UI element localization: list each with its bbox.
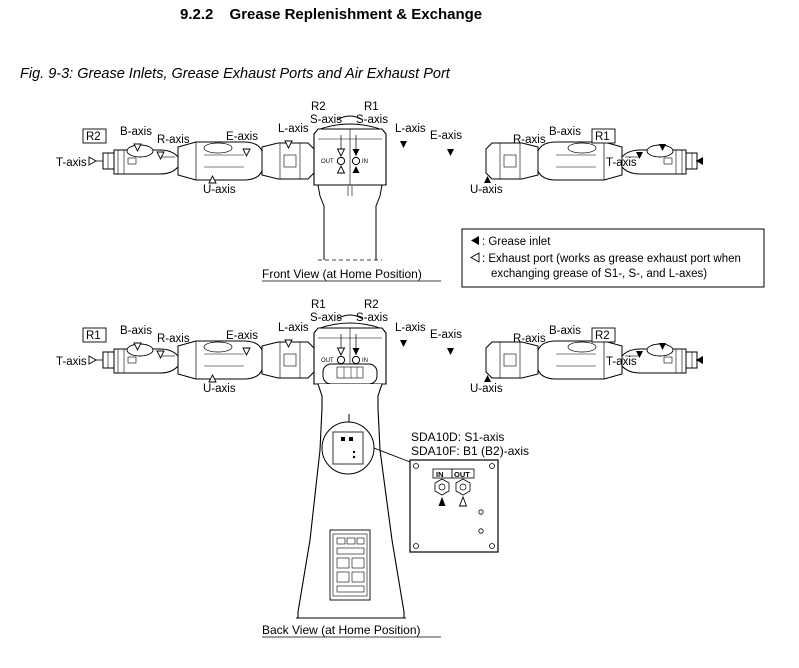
detail-inlet-symbol	[438, 497, 446, 506]
back-port-out-label: OUT	[321, 358, 334, 364]
legend-box	[461, 228, 765, 288]
back-top-left-id: R1	[311, 299, 326, 311]
front-left-id-box	[82, 128, 107, 144]
detail-exhaust-symbol	[458, 495, 468, 507]
front-u-axis-right: U-axis	[470, 184, 503, 196]
back-r-axis-right: R-axis	[513, 333, 546, 345]
front-top-right-id: R1	[364, 101, 379, 113]
section-number: 9.2.2	[180, 6, 214, 23]
legend-exhaust-line2: exchanging grease of S1-, S-, and L-axes…	[491, 268, 707, 280]
front-view: OUT IN R2 R1 S-axis S-axis R2 R1 B-axis …	[56, 101, 703, 282]
back-r-axis-left: R-axis	[157, 333, 190, 345]
back-left-box-label: R1	[86, 330, 101, 342]
grease-inlet-symbol	[471, 236, 479, 245]
front-u-axis-left: U-axis	[203, 184, 236, 196]
back-view-label: Back View (at Home Position)	[262, 623, 421, 637]
front-s-axis-left: S-axis	[310, 114, 342, 126]
back-b-axis-left: B-axis	[120, 325, 152, 337]
detail-out-label: OUT	[454, 470, 470, 479]
front-e-axis-left: E-axis	[226, 131, 258, 143]
front-l-axis-left: L-axis	[278, 123, 309, 135]
back-t-axis-right: T-axis	[606, 356, 637, 368]
front-r-axis-left: R-axis	[157, 134, 190, 146]
back-port-in-label: IN	[362, 358, 368, 364]
legend-inlet-text: : Grease inlet	[482, 236, 551, 248]
back-u-axis-left: U-axis	[203, 383, 236, 395]
figure-caption: Fig. 9-3: Grease Inlets, Grease Exhaust …	[20, 66, 450, 82]
exhaust-port-symbol	[470, 252, 480, 263]
front-s-axis-right: S-axis	[356, 114, 388, 126]
back-s-axis-left: S-axis	[310, 312, 342, 324]
back-top-right-id: R2	[364, 299, 379, 311]
front-right-box-label: R1	[595, 131, 610, 143]
back-s-axis-right: S-axis	[356, 312, 388, 324]
front-left-box-label: R2	[86, 131, 101, 143]
back-l-axis-left: L-axis	[278, 322, 309, 334]
back-e-axis-left: E-axis	[226, 330, 258, 342]
detail-line1: SDA10D: S1-axis	[411, 430, 504, 444]
detail-panel: SDA10D: S1-axis SDA10F: B1 (B2)-axis IN …	[409, 430, 529, 553]
front-l-axis-right: L-axis	[395, 123, 426, 135]
back-l-axis-right: L-axis	[395, 322, 426, 334]
back-view: OUT IN R1 R2 S-axis S-axis R1 R2 B-axis …	[56, 299, 703, 638]
front-view-label: Front View (at Home Position)	[262, 267, 422, 281]
front-port-out-label: OUT	[321, 159, 334, 165]
front-port-in-label: IN	[362, 159, 368, 165]
front-r-axis-right: R-axis	[513, 134, 546, 146]
back-e-axis-right: E-axis	[430, 329, 462, 341]
back-right-id-box	[591, 327, 616, 343]
front-e-axis-right: E-axis	[430, 130, 462, 142]
back-right-box-label: R2	[595, 330, 610, 342]
back-b-axis-right: B-axis	[549, 325, 581, 337]
detail-line2: SDA10F: B1 (B2)-axis	[411, 444, 529, 458]
front-t-axis-left: T-axis	[56, 157, 87, 169]
front-right-id-box	[591, 128, 616, 144]
front-b-axis-left: B-axis	[120, 126, 152, 138]
section-heading: 9.2.2 Grease Replenishment & Exchange	[180, 6, 482, 23]
front-t-axis-right: T-axis	[606, 157, 637, 169]
detail-in-label: IN	[436, 470, 444, 479]
back-t-axis-left: T-axis	[56, 356, 87, 368]
section-title: Grease Replenishment & Exchange	[229, 6, 483, 23]
front-b-axis-right: B-axis	[549, 126, 581, 138]
legend: : Grease inlet : Exhaust port (works as …	[461, 228, 765, 288]
front-top-left-id: R2	[311, 101, 326, 113]
legend-exhaust-line1: : Exhaust port (works as grease exhaust …	[482, 253, 741, 265]
back-left-id-box	[82, 327, 107, 343]
back-u-axis-right: U-axis	[470, 383, 503, 395]
